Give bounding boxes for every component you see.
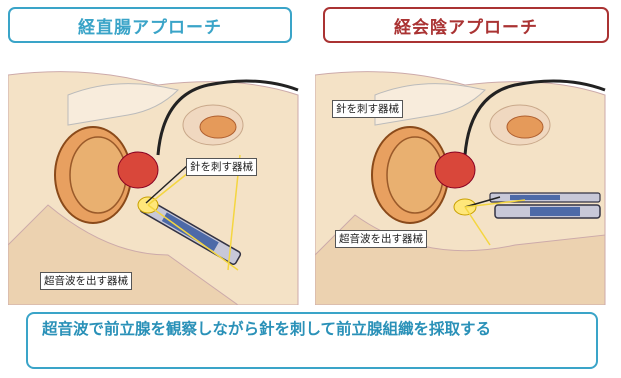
transperineal-approach-header: 経会陰アプローチ [323,7,609,43]
transrectal-approach-header: 経直腸アプローチ [8,7,292,43]
left-needle-instrument-label: 針を刺す器械 [186,158,257,176]
summary-caption: 超音波で前立腺を観察しながら針を刺して前立腺組織を採取する [26,312,598,369]
transperineal-anatomy-illustration [315,55,615,305]
transperineal-diagram [315,55,615,305]
right-needle-instrument-label: 針を刺す器械 [332,100,403,118]
transrectal-anatomy-illustration [8,55,308,305]
left-ultrasound-instrument-label: 超音波を出す器械 [40,272,132,290]
transrectal-diagram [8,55,308,305]
right-ultrasound-instrument-label: 超音波を出す器械 [335,230,427,248]
